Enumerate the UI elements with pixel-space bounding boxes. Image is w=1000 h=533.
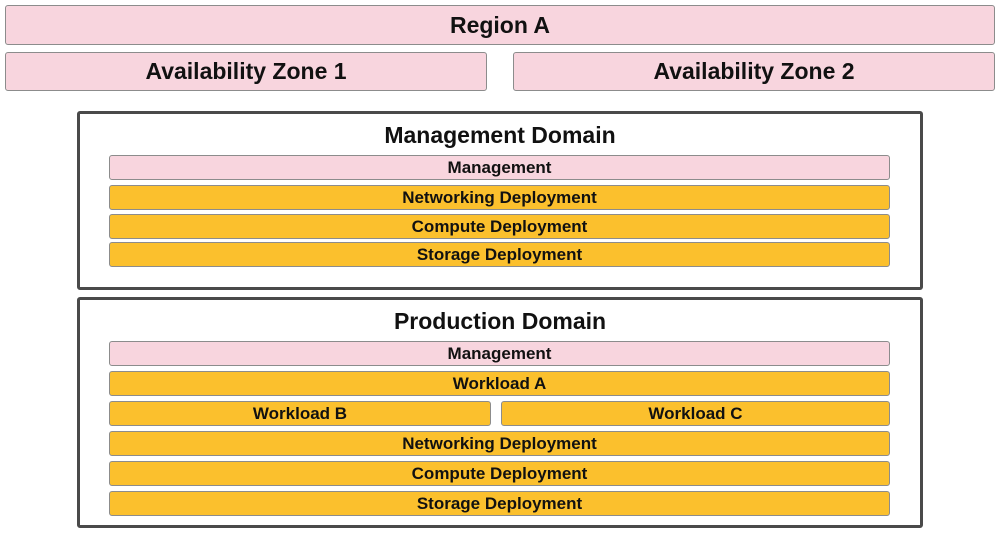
availability-zone-2-label: Availability Zone 2 (653, 58, 855, 84)
management-domain-management-label: Management (447, 157, 552, 177)
management-domain-storage-bar: Storage Deployment (109, 242, 890, 267)
workload-a-bar: Workload A (109, 371, 890, 396)
management-domain-storage-label: Storage Deployment (416, 244, 583, 264)
workload-c-bar: Workload C (501, 401, 890, 426)
workload-a-label: Workload A (452, 373, 547, 393)
management-domain-compute-label: Compute Deployment (411, 216, 588, 236)
production-domain-storage-label: Storage Deployment (416, 493, 583, 513)
management-domain-compute-bar: Compute Deployment (109, 214, 890, 239)
production-domain-storage-bar: Storage Deployment (109, 491, 890, 516)
workload-c-label: Workload C (648, 403, 743, 423)
production-domain-networking-bar: Networking Deployment (109, 431, 890, 456)
management-domain-networking-bar: Networking Deployment (109, 185, 890, 210)
management-domain-management-bar: Management (109, 155, 890, 180)
production-domain-compute-label: Compute Deployment (411, 463, 588, 483)
management-domain-title: Management Domain (384, 122, 616, 148)
availability-zone-1-label: Availability Zone 1 (145, 58, 347, 84)
availability-zone-1-bar: Availability Zone 1 (5, 52, 487, 91)
production-domain-title: Production Domain (393, 308, 607, 334)
production-domain-compute-bar: Compute Deployment (109, 461, 890, 486)
management-domain-networking-label: Networking Deployment (402, 187, 597, 207)
region-a-bar: Region A (5, 5, 995, 45)
region-a-label: Region A (449, 11, 551, 38)
availability-zone-2-bar: Availability Zone 2 (513, 52, 995, 91)
production-domain-networking-label: Networking Deployment (402, 433, 597, 453)
workload-b-bar: Workload B (109, 401, 491, 426)
production-domain-management-bar: Management (109, 341, 890, 366)
workload-b-label: Workload B (252, 403, 348, 423)
production-domain-management-label: Management (447, 343, 552, 363)
